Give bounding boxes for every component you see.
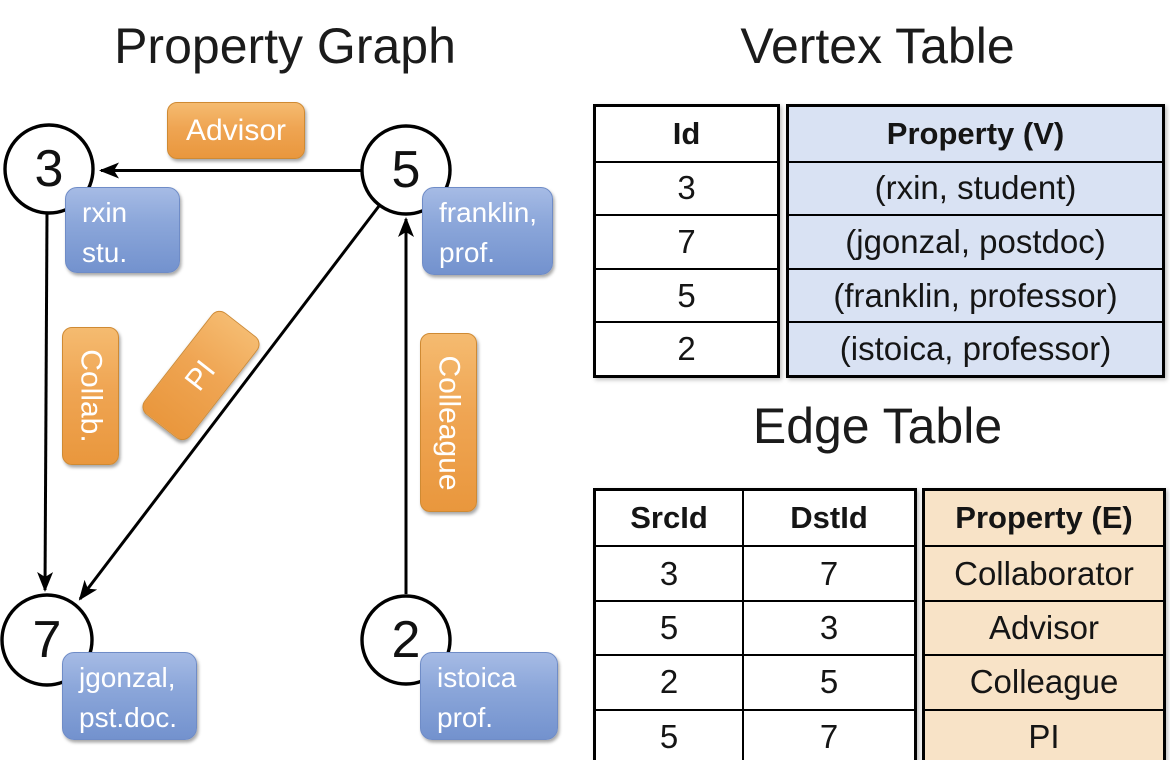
table-cell: PI xyxy=(925,708,1163,760)
vertex-id-5: 5 xyxy=(391,141,421,199)
vertex-property-line: prof. xyxy=(437,702,494,733)
table-cell: (rxin, student) xyxy=(789,160,1162,215)
vertex-property-line: istoica xyxy=(437,662,517,693)
table-cell: 5 xyxy=(596,599,742,654)
vertex-property-box-jgonzal: jgonzal, pst.doc. xyxy=(62,652,197,740)
table-cell: (jgonzal, postdoc) xyxy=(789,214,1162,268)
edge-arrow-3-to-7 xyxy=(37,211,54,592)
vertex-table: Id 3 7 5 2 Property (V) (rxin, student) … xyxy=(593,104,1165,378)
edge-table-property-column: Property (E) Collaborator Advisor Collea… xyxy=(922,488,1166,760)
table-cell: (franklin, professor) xyxy=(789,267,1162,322)
edge-label-advisor-text: Advisor xyxy=(185,113,287,147)
table-cell: 7 xyxy=(742,545,914,600)
vertex-property-line: stu. xyxy=(82,237,128,268)
table-cell: 7 xyxy=(596,214,777,268)
edge-table: SrcId DstId 3 7 5 3 2 5 5 7 Property (E)… xyxy=(593,488,1166,760)
vertex-table-id-column: Id 3 7 5 2 xyxy=(593,104,780,378)
edge-label-pi-text: PI xyxy=(178,353,223,397)
edge-table-dstid-header: DstId xyxy=(742,491,914,546)
edge-table-property-header: Property (E) xyxy=(955,500,1133,536)
table-cell: 3 xyxy=(742,599,914,655)
edge-label-colleague: Colleague xyxy=(420,333,477,512)
vertex-property-box-rxin: rxin stu. xyxy=(65,187,180,273)
vertex-id-3: 3 xyxy=(34,140,64,198)
table-cell: Colleague xyxy=(925,654,1163,708)
vertex-property-line: franklin, xyxy=(439,197,538,228)
table-cell: 5 xyxy=(596,708,742,760)
vertex-table-title: Vertex Table xyxy=(740,18,1015,74)
edge-arrow-5-to-7 xyxy=(78,205,381,601)
table-cell: 2 xyxy=(596,321,777,375)
table-cell: 5 xyxy=(596,267,777,322)
edge-table-srcid-header: SrcId xyxy=(630,500,708,536)
table-cell: Advisor xyxy=(925,599,1163,654)
table-cell: 5 xyxy=(742,654,914,709)
edge-label-collab: Collab. xyxy=(62,327,119,465)
property-graph-title: Property Graph xyxy=(114,18,456,74)
vertex-property-box-franklin: franklin, prof. xyxy=(422,187,553,275)
vertex-property-line: jgonzal, xyxy=(79,662,176,693)
edge-label-advisor: Advisor xyxy=(167,102,305,159)
table-cell: (istoica, professor) xyxy=(789,321,1162,375)
vertex-id-7: 7 xyxy=(32,611,62,669)
vertex-table-property-column: Property (V) (rxin, student) (jgonzal, p… xyxy=(786,104,1165,378)
table-cell: 7 xyxy=(742,708,914,760)
vertex-table-id-header: Id xyxy=(672,115,701,151)
table-cell: Collaborator xyxy=(925,545,1163,599)
table-cell: 2 xyxy=(596,654,742,708)
vertex-id-2: 2 xyxy=(391,611,421,669)
vertex-property-line: rxin xyxy=(82,197,128,228)
vertex-table-property-header: Property (V) xyxy=(886,115,1065,151)
table-cell: 3 xyxy=(596,545,742,599)
table-cell: 3 xyxy=(596,160,777,215)
edge-label-collab-text: Collab. xyxy=(74,349,108,443)
edge-table-title: Edge Table xyxy=(752,398,1003,454)
edge-label-colleague-text: Colleague xyxy=(432,354,466,491)
vertex-property-line: prof. xyxy=(439,237,496,268)
edge-table-src-dst-columns: SrcId DstId 3 7 5 3 2 5 5 7 xyxy=(593,488,917,760)
vertex-property-line: pst.doc. xyxy=(79,702,178,733)
vertex-property-box-istoica: istoica prof. xyxy=(420,652,558,740)
